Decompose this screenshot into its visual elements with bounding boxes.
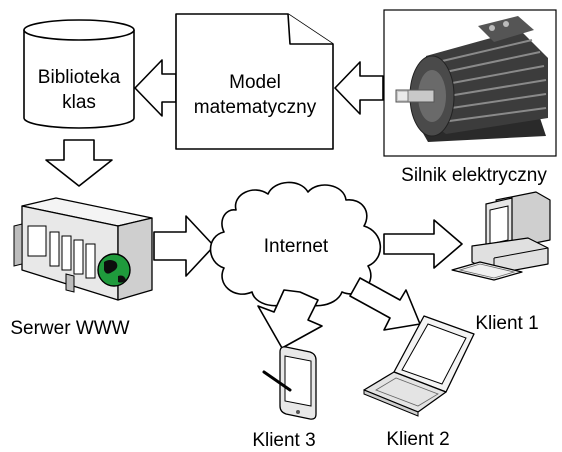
client2-label: Klient 2 (386, 429, 449, 450)
model-label-line1: Model (229, 72, 281, 93)
desktop-computer-icon (451, 191, 551, 281)
library-label-line1: Biblioteka (38, 67, 121, 88)
motor-label: Silnik elektryczny (401, 165, 547, 186)
electric-motor-image (395, 16, 548, 142)
library-cylinder (23, 19, 135, 129)
internet-label: Internet (264, 236, 329, 257)
client1-label: Klient 1 (475, 313, 538, 334)
arrow-internet-to-client2 (349, 277, 421, 331)
arrow-internet-to-client1 (383, 219, 463, 269)
server-label: Serwer WWW (10, 318, 129, 339)
model-label-line2: matematyczny (194, 97, 317, 118)
tablet-icon (262, 346, 317, 420)
arrow-motor-to-model (334, 61, 384, 115)
web-server-icon (13, 197, 153, 301)
arrow-server-to-internet (153, 215, 215, 277)
globe-icon (97, 253, 131, 287)
model-document (175, 13, 334, 150)
model-document-fold (287, 13, 333, 45)
library-label-line2: klas (62, 92, 96, 113)
arrow-library-to-server (45, 139, 113, 187)
arrow-model-to-library (134, 59, 177, 117)
laptop-icon (363, 315, 475, 417)
client3-label: Klient 3 (252, 430, 315, 451)
